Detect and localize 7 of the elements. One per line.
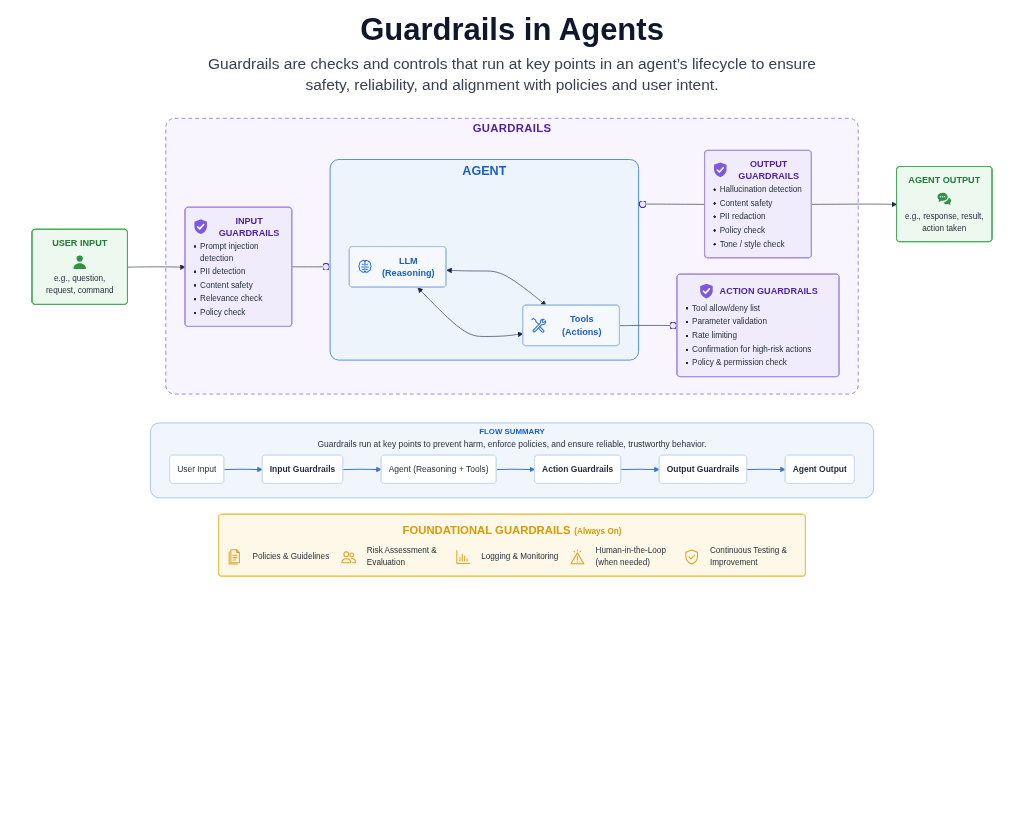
- arrow: [746, 466, 786, 473]
- subtitle: Guardrails are checks and controls that run at key points in an agent’s lifecycle to ensure safety, reliability, and alignment with policies and user intent.: [207, 54, 817, 95]
- arrow: [620, 466, 660, 473]
- arrow: [342, 466, 382, 473]
- arrow: [223, 466, 263, 473]
- title: Guardrails in Agents: [359, 12, 665, 48]
- arrow: [496, 466, 536, 473]
